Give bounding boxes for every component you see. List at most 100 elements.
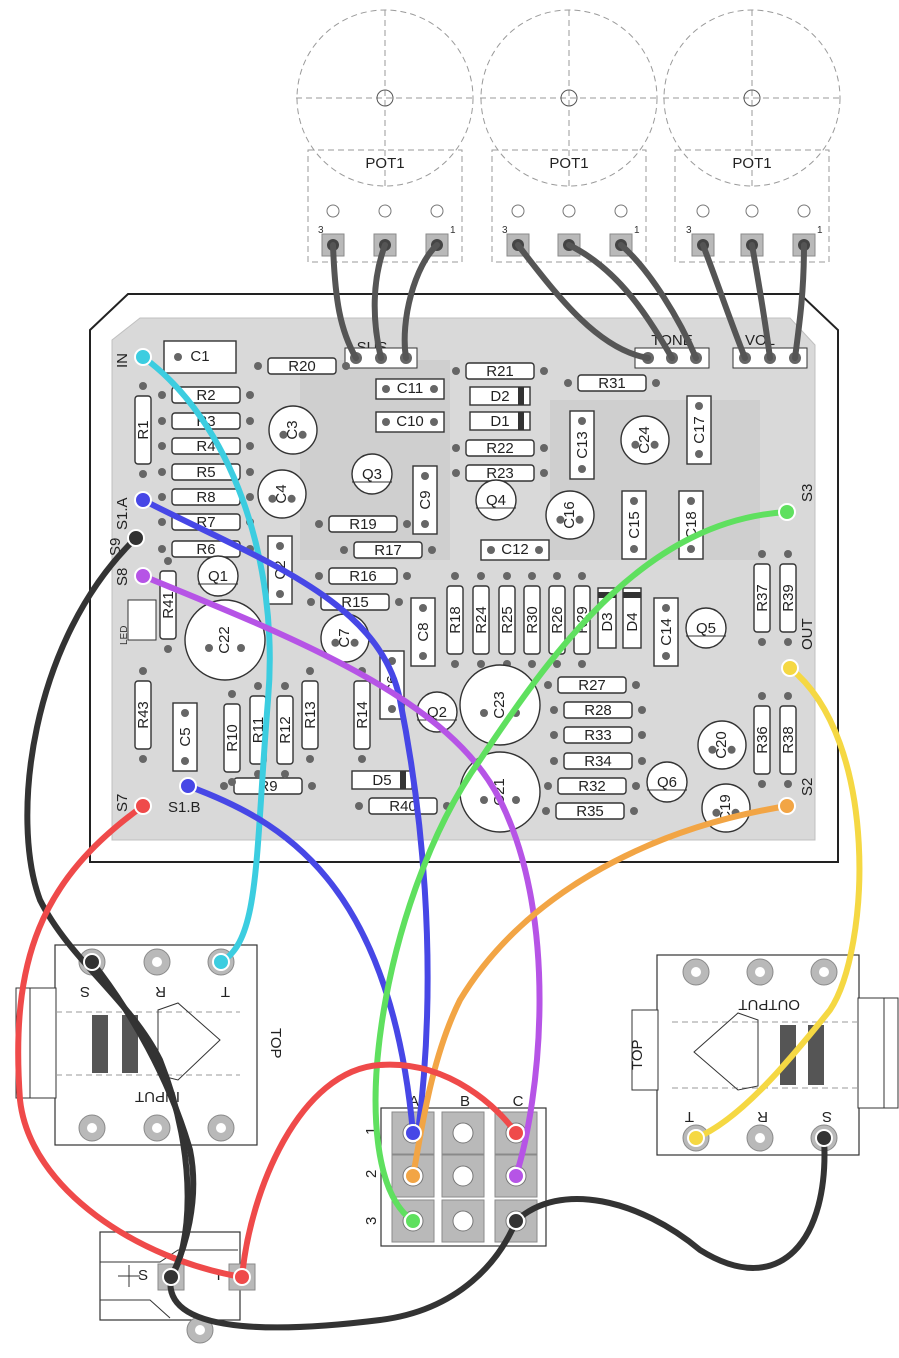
capacitor-c8: C8 [410, 597, 436, 667]
resistor-r35: R35 [542, 802, 638, 820]
resistor-r19: R19 [315, 515, 411, 533]
wire-endpoint-12 [404, 1124, 422, 1142]
svg-text:R19: R19 [349, 516, 377, 533]
svg-text:R18: R18 [447, 606, 464, 634]
resistor-r22: R22 [452, 439, 548, 457]
resistor-r32: R32 [544, 777, 640, 795]
pot-1-pin1-label: 1 [450, 225, 456, 236]
capacitor-c1: C1 [163, 340, 237, 374]
capacitor-c3: C3 [268, 405, 318, 455]
svg-text:R10: R10 [224, 724, 241, 752]
label-s8: S8 [114, 568, 131, 586]
svg-text:R21: R21 [486, 363, 514, 380]
resistor-r25: R25 [498, 572, 516, 668]
svg-text:R31: R31 [598, 375, 626, 392]
svg-text:Q6: Q6 [657, 774, 677, 791]
diode-d5: D5 [351, 770, 413, 790]
resistor-r4: R4 [158, 437, 254, 455]
capacitor-c20: C20 [697, 720, 747, 770]
svg-text:C9: C9 [417, 490, 434, 509]
wire-endpoint-9 [127, 529, 145, 547]
svg-text:R13: R13 [302, 701, 319, 729]
svg-text:R23: R23 [486, 465, 514, 482]
diode-d1: D1 [469, 411, 531, 431]
diode-d4: D4 [622, 587, 642, 649]
resistor-r41: R41 [159, 557, 177, 653]
svg-text:C12: C12 [501, 541, 529, 558]
resistor-r40: R40 [355, 797, 451, 815]
svg-text:Q2: Q2 [427, 704, 447, 721]
pot1-wire-a [330, 242, 359, 361]
wire-endpoint-18 [815, 1129, 833, 1147]
svg-text:R16: R16 [349, 568, 377, 585]
wire-endpoint-13 [507, 1124, 525, 1142]
svg-text:C16: C16 [561, 501, 578, 529]
transistor-q5: Q5 [685, 607, 727, 649]
pot2-wire-a [515, 242, 651, 361]
input-t-label: T [221, 983, 230, 1000]
svg-text:R32: R32 [578, 778, 606, 795]
label-s1b: S1.B [168, 799, 201, 816]
capacitor-c21: C21 [459, 751, 541, 833]
svg-text:R12: R12 [277, 716, 294, 744]
svg-text:C22: C22 [216, 626, 233, 654]
resistor-r43: R43 [134, 667, 152, 763]
svg-text:R35: R35 [576, 803, 604, 820]
resistor-r26: R26 [548, 572, 566, 668]
pot-3-label: POT1 [732, 155, 771, 172]
capacitor-c13: C13 [569, 410, 595, 480]
resistor-r28: R28 [550, 701, 646, 719]
label-out: OUT [799, 618, 816, 650]
switch-col-a: A [409, 1093, 419, 1110]
wire-endpoint-3 [179, 777, 197, 795]
svg-text:D3: D3 [599, 612, 616, 631]
resistor-r17: R17 [340, 541, 436, 559]
capacitor-c5: C5 [172, 702, 198, 772]
svg-text:R30: R30 [524, 606, 541, 634]
label-s7: S7 [114, 794, 131, 812]
svg-text:C18: C18 [683, 511, 700, 539]
wire-endpoint-5 [778, 503, 796, 521]
resistor-r38: R38 [779, 692, 797, 788]
dc-s-label: S [138, 1267, 148, 1284]
resistor-r13: R13 [301, 667, 319, 763]
wire-endpoint-11 [83, 953, 101, 971]
pot3-wire-a [700, 242, 748, 361]
resistor-r23: R23 [452, 464, 548, 482]
label-in: IN [114, 353, 131, 368]
capacitor-c16: C16 [545, 490, 595, 540]
resistor-r18: R18 [446, 572, 464, 668]
switch-col-c: C [513, 1093, 524, 1110]
svg-text:C4: C4 [273, 484, 290, 503]
svg-text:C15: C15 [626, 511, 643, 539]
resistor-r6: R6 [158, 540, 254, 558]
capacitor-c15: C15 [621, 490, 647, 560]
svg-text:C20: C20 [713, 731, 730, 759]
wire-endpoint-20 [233, 1268, 251, 1286]
label-s3: S3 [799, 484, 816, 502]
resistor-r37: R37 [753, 550, 771, 646]
pot-3-pin3-label: 3 [686, 225, 692, 236]
input-top-label: TOP [267, 1028, 284, 1059]
pot-1: POT1 3 1 [296, 9, 474, 263]
svg-text:R14: R14 [354, 701, 371, 729]
resistor-r2: R2 [158, 386, 254, 404]
svg-text:R24: R24 [473, 606, 490, 634]
wire-endpoint-2 [134, 491, 152, 509]
svg-text:C5: C5 [177, 727, 194, 746]
resistor-r36: R36 [753, 692, 771, 788]
resistor-r5: R5 [158, 463, 254, 481]
wire-black-in [89, 959, 197, 1280]
pot-2-label: POT1 [549, 155, 588, 172]
input-jack: S R T INPUT TOP [15, 944, 284, 1146]
label-s2: S2 [799, 778, 816, 796]
svg-text:R28: R28 [584, 702, 612, 719]
svg-text:R4: R4 [196, 438, 215, 455]
svg-text:R8: R8 [196, 489, 215, 506]
svg-text:R6: R6 [196, 541, 215, 558]
svg-text:R27: R27 [578, 677, 606, 694]
svg-text:R40: R40 [389, 798, 417, 815]
svg-text:R20: R20 [288, 358, 316, 375]
input-r-label: R [155, 983, 166, 1000]
